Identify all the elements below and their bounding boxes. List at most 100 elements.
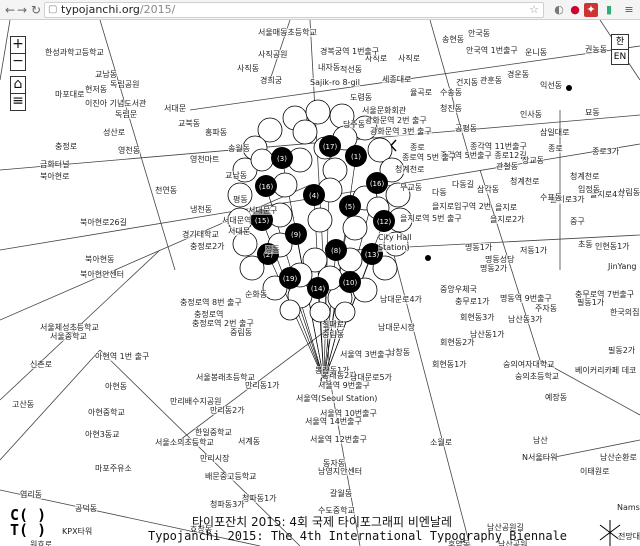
map-label: 소월로	[430, 438, 453, 447]
map-label: 교남동	[225, 171, 248, 180]
extension-icon-1[interactable]: ◐	[554, 3, 564, 16]
map-label: 마포주유소	[95, 464, 132, 473]
zoom-out-button[interactable]: −	[12, 53, 24, 69]
map-label: 운니동	[525, 48, 548, 57]
map-label: 충정로역 2번 출구	[192, 319, 254, 328]
map-label: 서대문역	[222, 216, 252, 225]
map-label: 중림동	[230, 328, 253, 337]
map-label: 평동	[233, 195, 248, 204]
map-label: 청계천로	[510, 177, 540, 186]
map-label: 남대문시장	[378, 323, 415, 332]
map-label: 현저동	[85, 85, 108, 94]
map-label: 남대문로4가	[380, 295, 422, 304]
map-label: 베이커리카페 데코	[575, 366, 637, 375]
extension-icon-4[interactable]: ▮	[605, 3, 613, 16]
logo-top: C( )	[10, 506, 47, 524]
map-label: 명동2가	[480, 264, 508, 273]
map-label: 교북동	[178, 119, 201, 128]
map-label: 충정로2가	[190, 242, 225, 251]
map-label: 청파동3가	[210, 500, 245, 509]
map-label: 청계천로	[570, 172, 600, 181]
map-label: 북아현동	[85, 255, 115, 264]
zoom-in-button[interactable]: +	[11, 36, 25, 54]
map-label: 이진아 기념도서관	[85, 99, 147, 108]
logo[interactable]: C( ) T( )	[10, 508, 46, 538]
map-label: 명동성당	[485, 255, 515, 264]
map-label: 건지동	[456, 78, 479, 87]
map-label: 아현동	[105, 382, 128, 391]
map-label: 무교동	[400, 183, 423, 192]
svg-text:(14): (14)	[311, 285, 326, 293]
map-label: 북아현로26길	[80, 218, 127, 227]
map-label: 사직동	[237, 64, 260, 73]
extension-icon-3[interactable]: ✦	[584, 3, 598, 17]
svg-text:(12): (12)	[377, 218, 392, 226]
map-label: City Hall	[378, 233, 412, 242]
map-label: 남산동3가	[508, 315, 543, 324]
map-label: 종로	[410, 143, 425, 152]
title-korean: 타이포잔치 2015: 4회 국제 타이포그래피 비엔날레	[192, 515, 453, 529]
home-control: ⌂ ≡	[10, 76, 26, 111]
menu-icon[interactable]: ≡	[624, 3, 634, 16]
language-switch: 한 EN	[611, 34, 629, 65]
map-label: 남산공원길	[487, 523, 524, 532]
map-label: 경기대학교	[182, 230, 219, 239]
map-label: 남산순환로	[600, 453, 637, 462]
map-label: 이태원로	[580, 467, 610, 476]
map-label: 효창동	[190, 525, 213, 534]
map-label: 을지로4가	[590, 190, 625, 199]
map-label: 종각역 5번출구 종로12길	[440, 151, 527, 160]
map-label: 충정로	[55, 142, 78, 151]
map-label: 서울중학교	[50, 332, 87, 341]
map-label: 서울역 12번출구	[310, 435, 367, 444]
map-label: 영천동	[118, 146, 141, 155]
lang-en-button[interactable]: EN	[613, 52, 627, 62]
map-label: 도렴동	[350, 93, 373, 102]
svg-text:(16): (16)	[259, 183, 274, 191]
tower-icon	[599, 520, 621, 546]
footer: C( ) T( ) 타이포잔치 2015: 4회 국제 타이포그래피 비엔날레 …	[0, 504, 640, 546]
url-host: typojanchi.org	[61, 3, 140, 16]
map-label: 당주동	[343, 120, 366, 129]
map-label: 수송동	[440, 88, 463, 97]
map-label: 사직로	[365, 54, 388, 63]
map-label: 만리시장	[200, 454, 230, 463]
map-label: 주자동	[535, 304, 558, 313]
svg-text:(13): (13)	[365, 251, 380, 259]
map-label: 마포대로	[55, 90, 85, 99]
address-bar[interactable]: ▢ typojanchi.org/2015/ ☆	[44, 2, 544, 18]
zoom-control: + −	[10, 36, 26, 71]
map-canvas[interactable]: (3)(17)(1) (16)(16)(4) (5)(15)(12) (9)(8…	[0, 20, 640, 546]
map-label: 고산동	[12, 400, 35, 409]
map-label: 다동	[432, 188, 447, 197]
map-label: 만리배수지공원	[170, 397, 222, 406]
home-icon[interactable]: ⌂	[11, 77, 25, 94]
map-label: 서울역	[296, 394, 319, 403]
map-label: 송현동	[442, 35, 465, 44]
menu-button[interactable]: ≡	[12, 93, 24, 109]
star-icon[interactable]: ☆	[529, 3, 539, 16]
map-label: 전망대	[618, 532, 640, 541]
map-label: 배문중고등학교	[205, 472, 257, 481]
map-label: 갈월동	[330, 489, 353, 498]
map-label: 한국의집	[610, 308, 640, 317]
reload-button[interactable]: ↻	[30, 3, 42, 17]
map-label: 관훈동	[480, 76, 503, 85]
svg-text:(10): (10)	[343, 279, 358, 287]
extension-icon-2[interactable]: ●	[570, 3, 580, 16]
lang-ko-button[interactable]: 한	[612, 35, 628, 50]
map-label: 청파동1가	[242, 494, 277, 503]
map-label: 만리동1가	[245, 381, 280, 390]
map-label: 순화동	[245, 290, 268, 299]
map-label: 인현동1가	[595, 242, 630, 251]
map-label: 안국동	[468, 29, 491, 38]
map-label: 경복궁역 1번출구	[320, 47, 380, 56]
map-label: 중앙우체국	[440, 285, 477, 294]
back-button[interactable]: ←	[4, 3, 16, 17]
map-label: 충무로역 7번출구	[575, 290, 635, 299]
map-label: 익선동	[540, 81, 563, 90]
map-label: 한성과학고등학교	[45, 48, 104, 57]
map-label: 저동1가	[520, 246, 548, 255]
map-label: 권농동	[585, 45, 608, 54]
forward-button[interactable]: →	[16, 3, 28, 17]
